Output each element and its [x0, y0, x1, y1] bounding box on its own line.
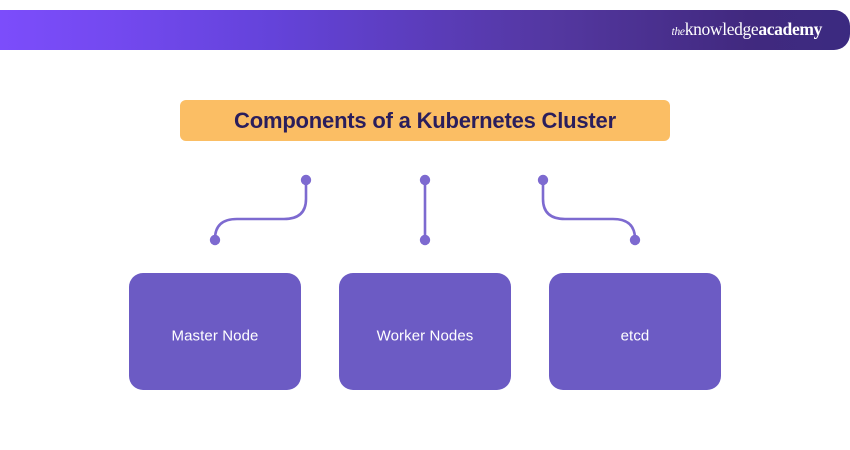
- node-row: Master Node Worker Nodes etcd: [129, 273, 721, 390]
- node-label-worker-nodes: Worker Nodes: [376, 327, 474, 345]
- node-box-master-node[interactable]: Master Node: [129, 273, 301, 390]
- brand-logo[interactable]: theknowledgeacademy: [671, 19, 823, 39]
- connector-master-node-dot-top: [300, 174, 312, 186]
- node-label-master-node: Master Node: [171, 327, 259, 345]
- connector-etcd-path: [541, 179, 637, 241]
- connector-worker-nodes-dot-top: [419, 174, 431, 186]
- node-box-worker-nodes[interactable]: Worker Nodes: [339, 273, 511, 390]
- brand-logo-word-academy: academy: [758, 19, 822, 39]
- page-title: Components of a Kubernetes Cluster: [234, 107, 616, 133]
- connector-worker-nodes-dot-bottom: [419, 234, 431, 246]
- header-bar: theknowledgeacademy: [0, 10, 850, 50]
- node-box-etcd[interactable]: etcd: [549, 273, 721, 390]
- connector-etcd-dot-bottom: [629, 234, 641, 246]
- connector-master-node-path: [213, 179, 308, 241]
- brand-logo-prefix: the: [671, 26, 685, 38]
- connector-etcd-dot-top: [537, 174, 549, 186]
- connector-master-node-dot-bottom: [209, 234, 221, 246]
- node-label-etcd: etcd: [620, 327, 650, 345]
- brand-logo-word-knowledge: knowledge: [684, 19, 759, 39]
- title-banner: Components of a Kubernetes Cluster: [180, 100, 670, 141]
